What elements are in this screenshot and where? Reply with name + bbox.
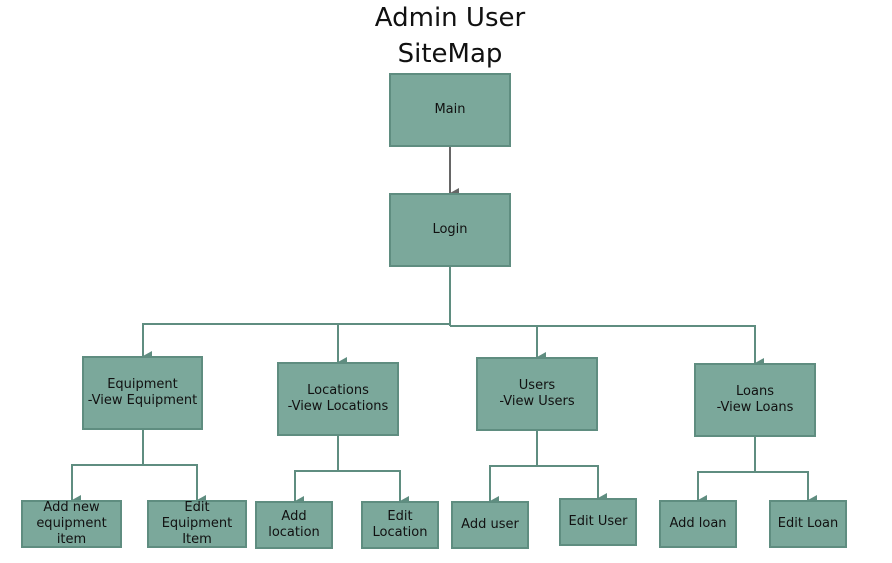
connector-to-loans — [537, 325, 764, 368]
connector-to-add-location — [294, 470, 338, 506]
node-add-location-line2: location — [268, 525, 320, 540]
node-loans: Loans -View Loans — [694, 363, 816, 437]
node-add-equipment-line1: Add new — [43, 500, 100, 515]
connector-to-equipment — [142, 323, 450, 361]
node-add-location-line1: Add — [281, 509, 307, 524]
connector-to-edit-location — [338, 470, 409, 506]
node-add-location: Add location — [255, 501, 333, 549]
diagram-title-line2: SiteMap — [397, 39, 503, 69]
node-users-subtitle: -View Users — [499, 394, 575, 409]
node-edit-loan: Edit Loan — [769, 500, 847, 548]
connector-to-edit-equipment — [143, 464, 206, 505]
node-loans-title: Loans — [736, 384, 774, 399]
node-edit-location-line1: Edit — [387, 509, 413, 524]
node-edit-user: Edit User — [559, 498, 637, 546]
node-edit-loan-label: Edit Loan — [777, 516, 839, 531]
connector-to-users — [450, 325, 546, 362]
node-edit-location: Edit Location — [361, 501, 439, 549]
connector-to-add-loan — [697, 471, 755, 505]
node-add-equipment: Add new equipment item — [21, 500, 122, 548]
node-main: Main — [389, 73, 511, 147]
node-edit-location-line2: Location — [372, 525, 428, 540]
node-login: Login — [389, 193, 511, 267]
connector-to-add-user — [489, 465, 537, 506]
connector-to-edit-user — [537, 465, 607, 503]
diagram-title-line1: Admin User — [374, 3, 526, 33]
node-edit-equipment: Edit Equipment Item — [147, 500, 247, 548]
node-locations: Locations -View Locations — [277, 362, 399, 436]
node-add-loan-label: Add loan — [669, 516, 727, 531]
node-add-equipment-line2: equipment item — [36, 516, 107, 547]
node-edit-equipment-line2: Item — [182, 532, 212, 547]
node-users-title: Users — [518, 378, 556, 393]
node-equipment: Equipment -View Equipment — [82, 356, 203, 430]
node-main-label: Main — [434, 102, 466, 117]
node-add-loan: Add loan — [659, 500, 737, 548]
node-edit-user-label: Edit User — [568, 514, 628, 529]
node-login-label: Login — [432, 222, 468, 237]
node-loans-subtitle: -View Loans — [716, 400, 794, 415]
node-edit-equipment-line1: Edit Equipment — [161, 500, 233, 531]
node-add-user-label: Add user — [461, 517, 519, 532]
node-equipment-title: Equipment — [107, 377, 178, 392]
connector-to-edit-loan — [755, 471, 817, 505]
node-equipment-subtitle: -View Equipment — [87, 393, 198, 408]
node-locations-title: Locations — [307, 383, 369, 398]
node-locations-subtitle: -View Locations — [287, 399, 389, 414]
node-add-user: Add user — [451, 501, 529, 549]
node-users: Users -View Users — [476, 357, 598, 431]
connector-to-add-equipment — [71, 464, 143, 505]
